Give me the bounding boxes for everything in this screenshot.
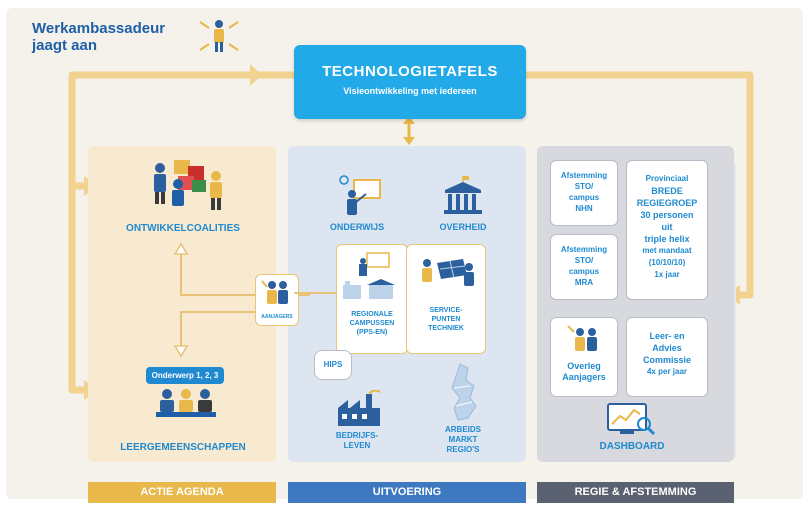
ambassador-icon (199, 20, 239, 52)
aanjagers-box: AANJAGERS (255, 274, 299, 326)
campus-icon (343, 252, 395, 299)
brede-regiegroep-box: Provinciaal BREDE REGIEGROEP 30 personen… (626, 160, 708, 300)
footer-regie-afstemming: REGIE & AFSTEMMING (537, 482, 734, 503)
afstemming-nhn-box: Afstemming STO/ campus NHN (550, 160, 618, 226)
ontwikkelcoalities-label: ONTWIKKELCOALITIES (126, 223, 240, 234)
onderwerp-bubble: Onderwerp 1, 2, 3 (146, 367, 224, 384)
afstemming-mra-box: Afstemming STO/ campus MRA (550, 234, 618, 300)
coalition-connectors (173, 242, 310, 358)
footer-uitvoering: UITVOERING (288, 482, 526, 503)
overleg-aanjagers-box: Overleg Aanjagers (550, 317, 618, 397)
onderwijs-icon (339, 175, 381, 215)
technologietafels-box: TECHNOLOGIETAFELS Visieontwikkeling met … (294, 45, 526, 119)
aanjagers-connector-line (294, 292, 338, 294)
arbeidsmarkt-map-icon (451, 363, 477, 421)
bedrijfsleven-label: BEDRIJFS- LEVEN (335, 431, 379, 450)
puzzle-people-icon (154, 160, 222, 210)
leergemeenschappen-label: LEERGEMEENSCHAPPEN (120, 442, 246, 453)
overheid-icon (444, 176, 482, 214)
servicepunten-label: SERVICE- PUNTEN TECHNIEK (428, 307, 464, 332)
aanjagers-icon (261, 280, 288, 304)
dashboard-icon (607, 403, 656, 436)
leer-advies-commissie-box: Leer- en Advies Commissie 4x per jaar (626, 317, 708, 397)
footer-actie-agenda: ACTIE AGENDA (88, 482, 276, 503)
bedrijfsleven-icon (338, 390, 381, 426)
header-title: Werkambassadeur jaagt aan (32, 20, 166, 54)
dashboard-label: DASHBOARD (599, 441, 665, 452)
servicepunten-techniek-box: SERVICE- PUNTEN TECHNIEK (406, 244, 486, 354)
regionale-campussen-box: REGIONALE CAMPUSSEN (PPS-EN) (336, 244, 408, 354)
technologietafels-title: TECHNOLOGIETAFELS (322, 63, 498, 80)
hips-box: HIPS (314, 350, 352, 380)
aanjagers-small-label: AANJAGERS (261, 314, 293, 320)
service-technician-icon (422, 259, 474, 286)
onderwijs-label: ONDERWIJS (329, 222, 385, 232)
overleg-aanjagers-icon (567, 325, 597, 351)
overheid-label: OVERHEID (439, 222, 487, 232)
arbeidsmarkt-label: ARBEIDS MARKT REGIO'S (444, 425, 481, 454)
regionale-campussen-label: REGIONALE CAMPUSSEN (PPS-EN) (349, 311, 395, 336)
technologietafels-subtitle: Visieontwikkeling met iedereen (343, 86, 477, 96)
meeting-people-icon (156, 389, 216, 417)
